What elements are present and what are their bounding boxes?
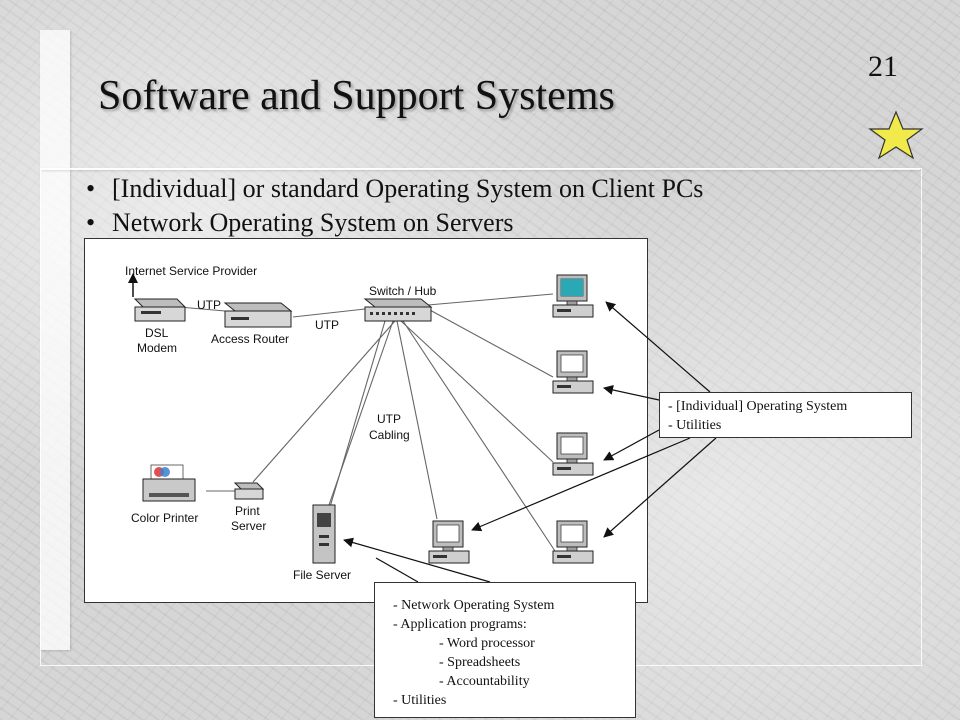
label-utp-cabling: UTP	[377, 412, 401, 426]
decorative-frame-line	[40, 168, 920, 170]
callout-sub-item: - Word processor	[439, 636, 535, 651]
bullet-list: [Individual] or standard Operating Syste…	[86, 172, 703, 240]
slide-title: Software and Support Systems	[98, 73, 615, 119]
client-pc-icon	[552, 520, 594, 564]
callout-line: - Utilities	[393, 693, 447, 708]
dsl-modem-icon	[133, 298, 187, 322]
callout-line: - [Individual] Operating System	[668, 399, 848, 414]
callout-line: - Application programs:	[393, 617, 527, 632]
switch-hub-icon	[363, 298, 433, 322]
label-utp: UTP	[197, 298, 221, 312]
client-pc-icon	[428, 520, 470, 564]
network-diagram-canvas: Internet Service Provider DSL Modem UTP …	[125, 264, 594, 582]
access-router-icon	[223, 302, 293, 328]
label-switch-hub: Switch / Hub	[369, 284, 437, 298]
label-utp: UTP	[315, 318, 339, 332]
bullet-item: Network Operating System on Servers	[86, 206, 703, 240]
page-number: 21	[868, 50, 898, 83]
internet-arrow-icon	[128, 273, 138, 297]
client-pc-icon	[552, 274, 594, 318]
server-os-callout: - Network Operating System - Application…	[374, 582, 636, 718]
label-isp: Internet Service Provider	[125, 264, 257, 278]
label-modem: Modem	[137, 341, 177, 355]
label-print: Print	[235, 504, 260, 518]
label-utp-cabling: Cabling	[369, 428, 410, 442]
callout-line: - Utilities	[668, 418, 722, 433]
star-icon	[868, 110, 924, 160]
label-file-server: File Server	[293, 568, 351, 582]
callout-sub-item: - Accountability	[439, 674, 530, 689]
file-server-icon	[312, 504, 336, 564]
client-pc-icon	[552, 350, 594, 394]
color-printer-icon	[142, 464, 196, 502]
label-color-printer: Color Printer	[131, 511, 198, 525]
print-server-icon	[233, 482, 265, 500]
network-diagram: Internet Service Provider DSL Modem UTP …	[84, 238, 648, 603]
label-dsl: DSL	[145, 326, 169, 340]
client-pc-icon	[552, 432, 594, 476]
bullet-item: [Individual] or standard Operating Syste…	[86, 172, 703, 206]
callout-sub-item: - Spreadsheets	[439, 655, 521, 670]
decorative-frame-bar	[40, 30, 70, 650]
callout-line: - Network Operating System	[393, 598, 555, 613]
label-access-router: Access Router	[211, 332, 289, 346]
client-os-callout: - [Individual] Operating System - Utilit…	[659, 392, 912, 438]
label-server: Server	[231, 519, 266, 533]
